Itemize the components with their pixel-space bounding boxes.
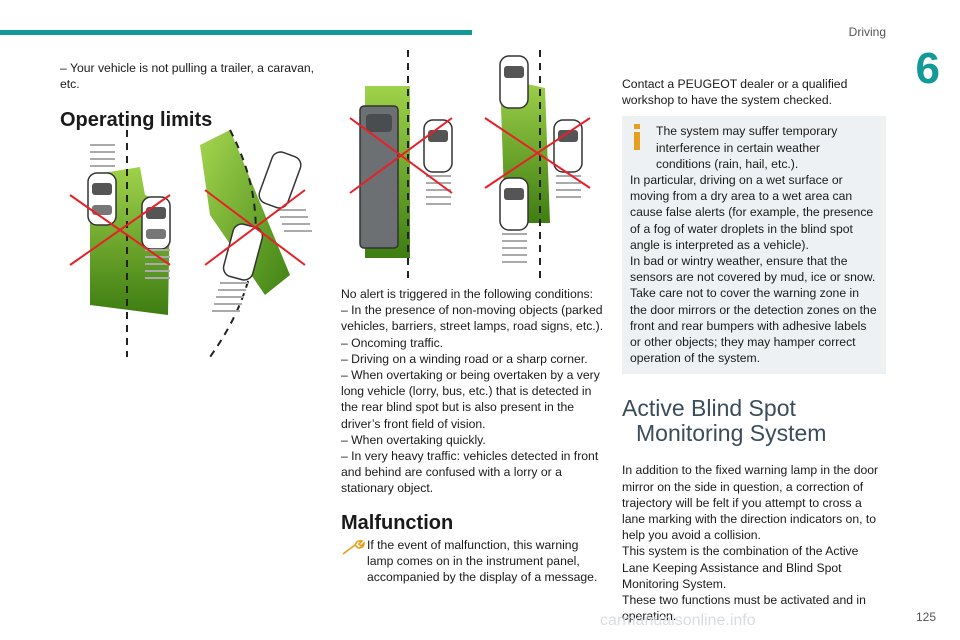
active-blind-spot-heading: Active Blind Spot Monitoring System (622, 396, 886, 446)
chapter-number: 6 (915, 44, 940, 93)
note-paragraph: Take care not to cover the warning zone … (630, 286, 877, 366)
list-item: – In the presence of non-moving objects … (341, 303, 604, 334)
car-icon (499, 55, 529, 109)
note-lead-text: The system may suffer temporary interfer… (656, 124, 838, 171)
car-icon (258, 151, 302, 209)
motion-trail (556, 175, 581, 198)
list-item: No alert is triggered in the following c… (341, 287, 594, 301)
active-paragraph: These two functions must be activated an… (622, 593, 866, 624)
heading-line: Monitoring System (636, 420, 827, 447)
operating-limits-heading: Operating limits (60, 109, 213, 132)
car-icon (499, 177, 529, 231)
motion-trail (212, 282, 248, 312)
info-note: The system may suffer temporary interfer… (622, 116, 886, 375)
heading-line: Active Blind Spot (622, 395, 796, 422)
note-paragraph: In bad or wintry weather, ensure that th… (630, 254, 876, 285)
list-item: – Driving on a winding road or a sharp c… (341, 351, 588, 366)
malfunction-heading: Malfunction (341, 511, 454, 534)
car-icon (553, 119, 583, 173)
malfunction-block: If the event of malfunction, this warnin… (341, 537, 605, 586)
active-paragraph: This system is the combination of the Ac… (622, 544, 859, 591)
column-1: – Your vehicle is not pulling a trailer,… (60, 60, 322, 132)
motion-trail (278, 209, 312, 232)
intro-text: – Your vehicle is not pulling a trailer,… (60, 61, 315, 92)
column-3: Contact a PEUGEOT dealer or a qualified … (622, 76, 886, 624)
operating-limits-illustration (69, 129, 312, 358)
watermark: carmanualsonline.info (600, 612, 756, 629)
cross-icon (69, 194, 171, 266)
long-vehicle-illustration (349, 50, 591, 278)
contact-text: Contact a PEUGEOT dealer or a qualified … (622, 77, 848, 108)
note-paragraph: In particular, driving on a wet surface … (630, 173, 874, 252)
header-accent-bar (0, 30, 472, 35)
info-icon (634, 124, 640, 151)
detection-zone (200, 130, 290, 295)
cross-icon (484, 117, 591, 189)
page-number: 125 (915, 610, 936, 624)
wrench-icon (342, 539, 365, 555)
motion-trail (90, 144, 115, 167)
list-item: – In very heavy traffic: vehicles detect… (341, 449, 599, 496)
lorry-icon (359, 105, 399, 249)
column-2: No alert is triggered in the following c… (341, 286, 605, 585)
active-paragraph: In addition to the fixed warning lamp in… (622, 463, 879, 543)
list-item: – Oncoming traffic. (341, 335, 444, 350)
cross-icon (204, 189, 306, 266)
list-item: – When overtaking or being overtaken by … (341, 368, 600, 431)
cross-icon (349, 117, 453, 194)
section-label: Driving (848, 25, 886, 39)
malfunction-text: If the event of malfunction, this warnin… (367, 537, 598, 585)
list-item: – When overtaking quickly. (341, 432, 486, 447)
motion-trail (502, 233, 527, 263)
note-lead: The system may suffer temporary interfer… (630, 123, 878, 172)
